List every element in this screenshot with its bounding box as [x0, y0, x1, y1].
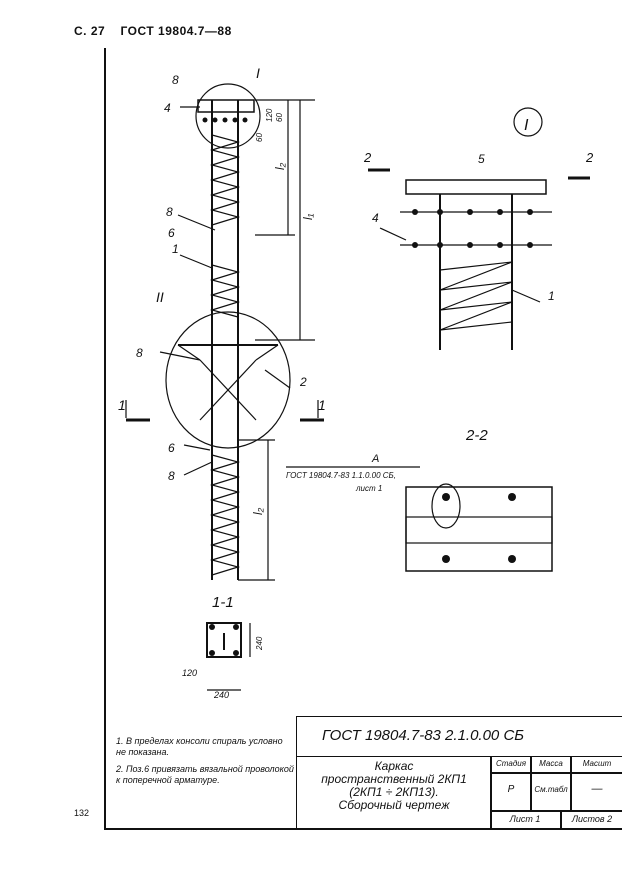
dim-l2-top: l₂	[273, 162, 287, 170]
title-name-2: пространственный 2КП1	[321, 772, 467, 786]
dim-60-a: 60	[255, 133, 264, 142]
cut-2-right: 2	[585, 150, 594, 165]
dim-60-b: 60	[275, 113, 284, 122]
detail-I-enlarged-mark: I	[524, 117, 529, 134]
pos-6-label-bottom: 6	[168, 441, 175, 455]
pos-1-label-detail: 1	[548, 289, 555, 303]
col-scale: Масшт	[582, 759, 612, 768]
title-block	[296, 716, 622, 830]
sheet-number: Лист 1	[509, 814, 541, 824]
callout-ref: ГОСТ 19804.7-83 1.1.0.00 СБ,	[286, 471, 396, 480]
tb-divider-v	[490, 756, 492, 828]
cut-1-right: 1	[318, 397, 326, 413]
cut-1-left: 1	[118, 397, 126, 413]
pos-4-label: 4	[164, 101, 171, 115]
standard-code: ГОСТ 19804.7—88	[120, 24, 232, 38]
dim-l2-bottom: l₂	[251, 507, 265, 515]
tb-divider-h2	[490, 810, 622, 812]
col-stage: Стадия	[496, 759, 526, 768]
detail-I-mark: I	[256, 65, 260, 81]
pos-8-label-mid: 8	[136, 346, 143, 360]
dim-240-vertical: 240	[255, 636, 264, 651]
pos-6-label-top: 6	[168, 226, 175, 240]
col-mass: Масса	[539, 759, 563, 768]
tb-divider-h1	[490, 772, 622, 774]
cut-2-left: 2	[363, 150, 372, 165]
title-name-block: Каркас пространственный 2КП1 (2КП1 ÷ 2КП…	[298, 760, 490, 812]
val-stage: Р	[507, 784, 515, 795]
section-1-1-title: 1-1	[212, 594, 234, 611]
note-1: 1. В пределах консоли спираль условно не…	[116, 736, 283, 757]
title-name-1: Каркас	[374, 759, 414, 773]
dim-l1: l₁	[301, 213, 315, 220]
pos-1-label-left: 1	[172, 242, 179, 256]
pos-4-label-detail: 4	[372, 211, 379, 225]
callout-letter: А	[371, 453, 379, 465]
page-header: С. 27 ГОСТ 19804.7—88	[74, 24, 232, 38]
pos-5-label-detail: 5	[478, 152, 485, 166]
title-name-3: (2КП1 ÷ 2КП13).	[349, 785, 439, 799]
sheets-total: Листов 2	[571, 814, 613, 824]
pos-5-label: 8	[172, 73, 179, 87]
title-name-4: Сборочный чертеж	[338, 798, 450, 812]
detail-II-mark: II	[156, 289, 164, 305]
val-mass: См.табл	[534, 785, 568, 794]
val-scale: —	[591, 783, 603, 795]
pos-2-label: 2	[299, 375, 307, 389]
tb-divider-v3	[570, 756, 572, 810]
pos-8-label-bottom: 8	[168, 469, 175, 483]
dim-120: 120	[265, 108, 274, 122]
note-2: 2. Поз.6 привязать вязальной проволокой …	[116, 764, 294, 785]
pos-8-label-top: 8	[166, 205, 173, 219]
page-number-margin: 132	[74, 808, 90, 818]
callout-sheet: лист 1	[355, 484, 382, 493]
title-doc-code: ГОСТ 19804.7-83 2.1.0.00 СБ	[296, 716, 622, 757]
dim-120-horizontal: 120	[182, 668, 197, 678]
dim-240-horizontal: 240	[213, 690, 229, 700]
tb-divider-v2	[530, 756, 532, 810]
section-2-2-title: 2-2	[465, 427, 488, 444]
tb-divider-v4	[560, 810, 562, 828]
page-number-header: С. 27	[74, 24, 106, 38]
